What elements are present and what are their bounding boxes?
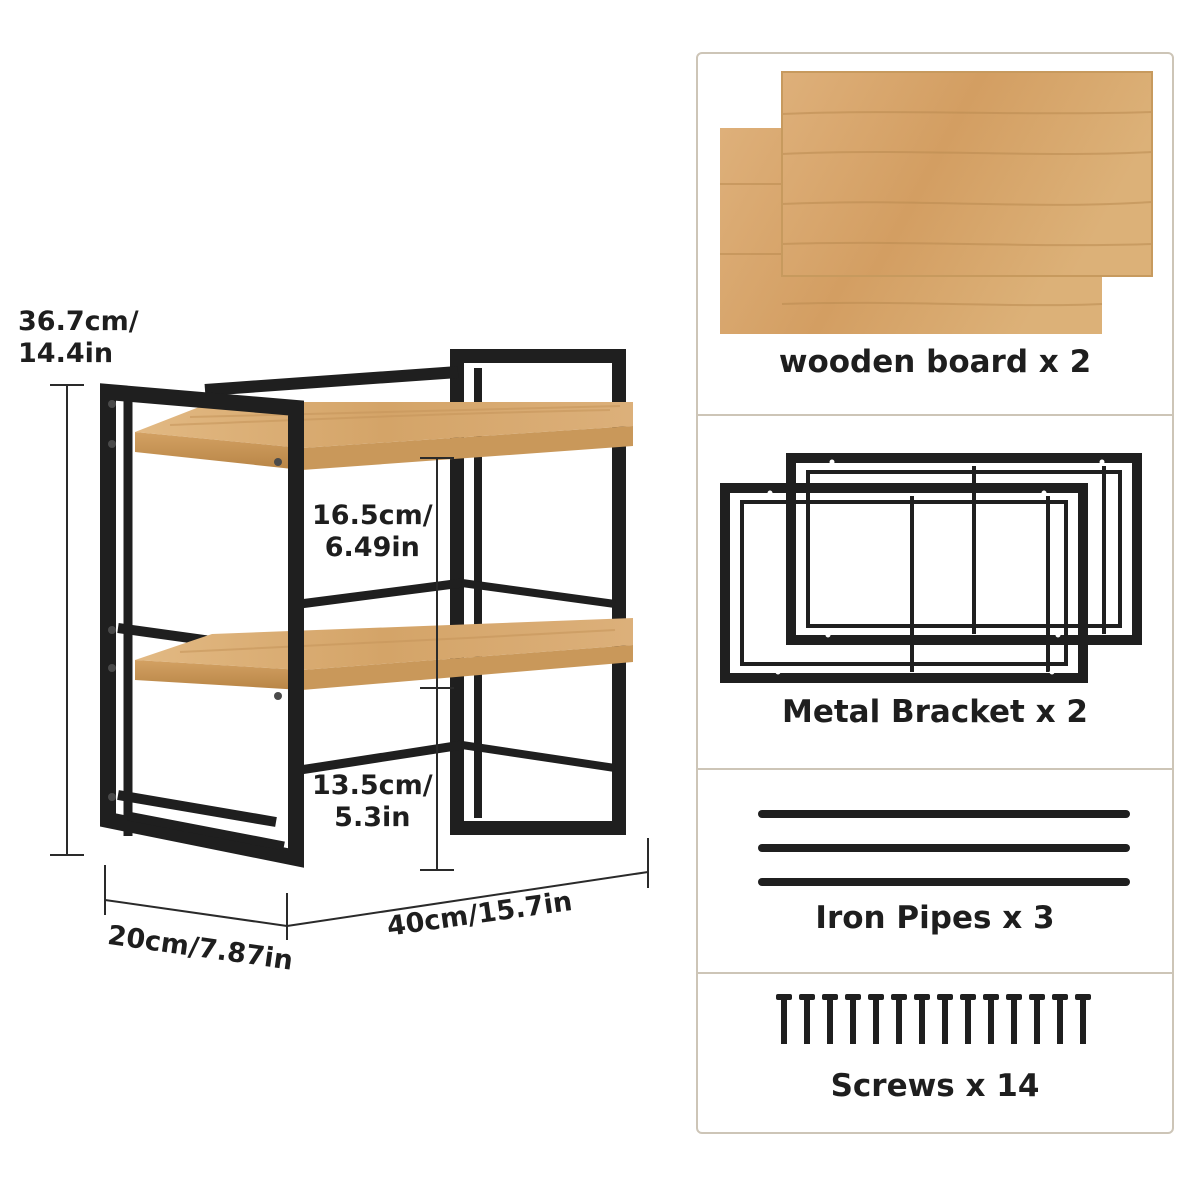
bottom-rails	[117, 740, 616, 827]
parts-list-panel: wooden board x 2 Metal Bracket x 2	[696, 52, 1174, 1134]
screw	[914, 994, 930, 1044]
screw	[822, 994, 838, 1044]
part-iron-pipes: Iron Pipes x 3	[698, 768, 1172, 974]
part-caption: wooden board x 2	[778, 344, 1092, 380]
part-screws: Screws x 14	[698, 972, 1172, 1134]
lower-shelf	[135, 618, 633, 690]
screw	[1006, 994, 1022, 1044]
part-metal-bracket: Metal Bracket x 2	[698, 414, 1172, 770]
screw	[1075, 994, 1091, 1044]
frame-screws	[108, 400, 282, 801]
height-label: 36.7cm/ 14.4in	[18, 306, 139, 369]
screw	[845, 994, 861, 1044]
screw	[891, 994, 907, 1044]
metal-bracket-icon	[720, 453, 1142, 683]
front-frame	[100, 383, 304, 868]
part-wooden-board: wooden board x 2	[698, 54, 1172, 416]
screw	[1052, 994, 1068, 1044]
screw	[983, 994, 999, 1044]
wooden-board-icon	[720, 71, 1153, 334]
part-caption: Iron Pipes x 3	[815, 900, 1055, 936]
screw	[868, 994, 884, 1044]
upper-gap-label: 16.5cm/ 6.49in	[312, 500, 433, 563]
screw	[799, 994, 815, 1044]
part-caption: Screws x 14	[830, 1068, 1040, 1104]
screw	[1029, 994, 1045, 1044]
dimension-lines	[50, 384, 649, 940]
screw	[960, 994, 976, 1044]
part-caption: Metal Bracket x 2	[781, 694, 1089, 730]
screw	[937, 994, 953, 1044]
iron-pipe-icon	[758, 810, 1130, 886]
upper-shelf	[135, 402, 633, 470]
lower-gap-label: 13.5cm/ 5.3in	[312, 770, 433, 833]
top-rail	[204, 366, 459, 396]
screw-icon	[776, 994, 1091, 1044]
shelf-illustration	[50, 349, 649, 940]
screw	[776, 994, 792, 1044]
